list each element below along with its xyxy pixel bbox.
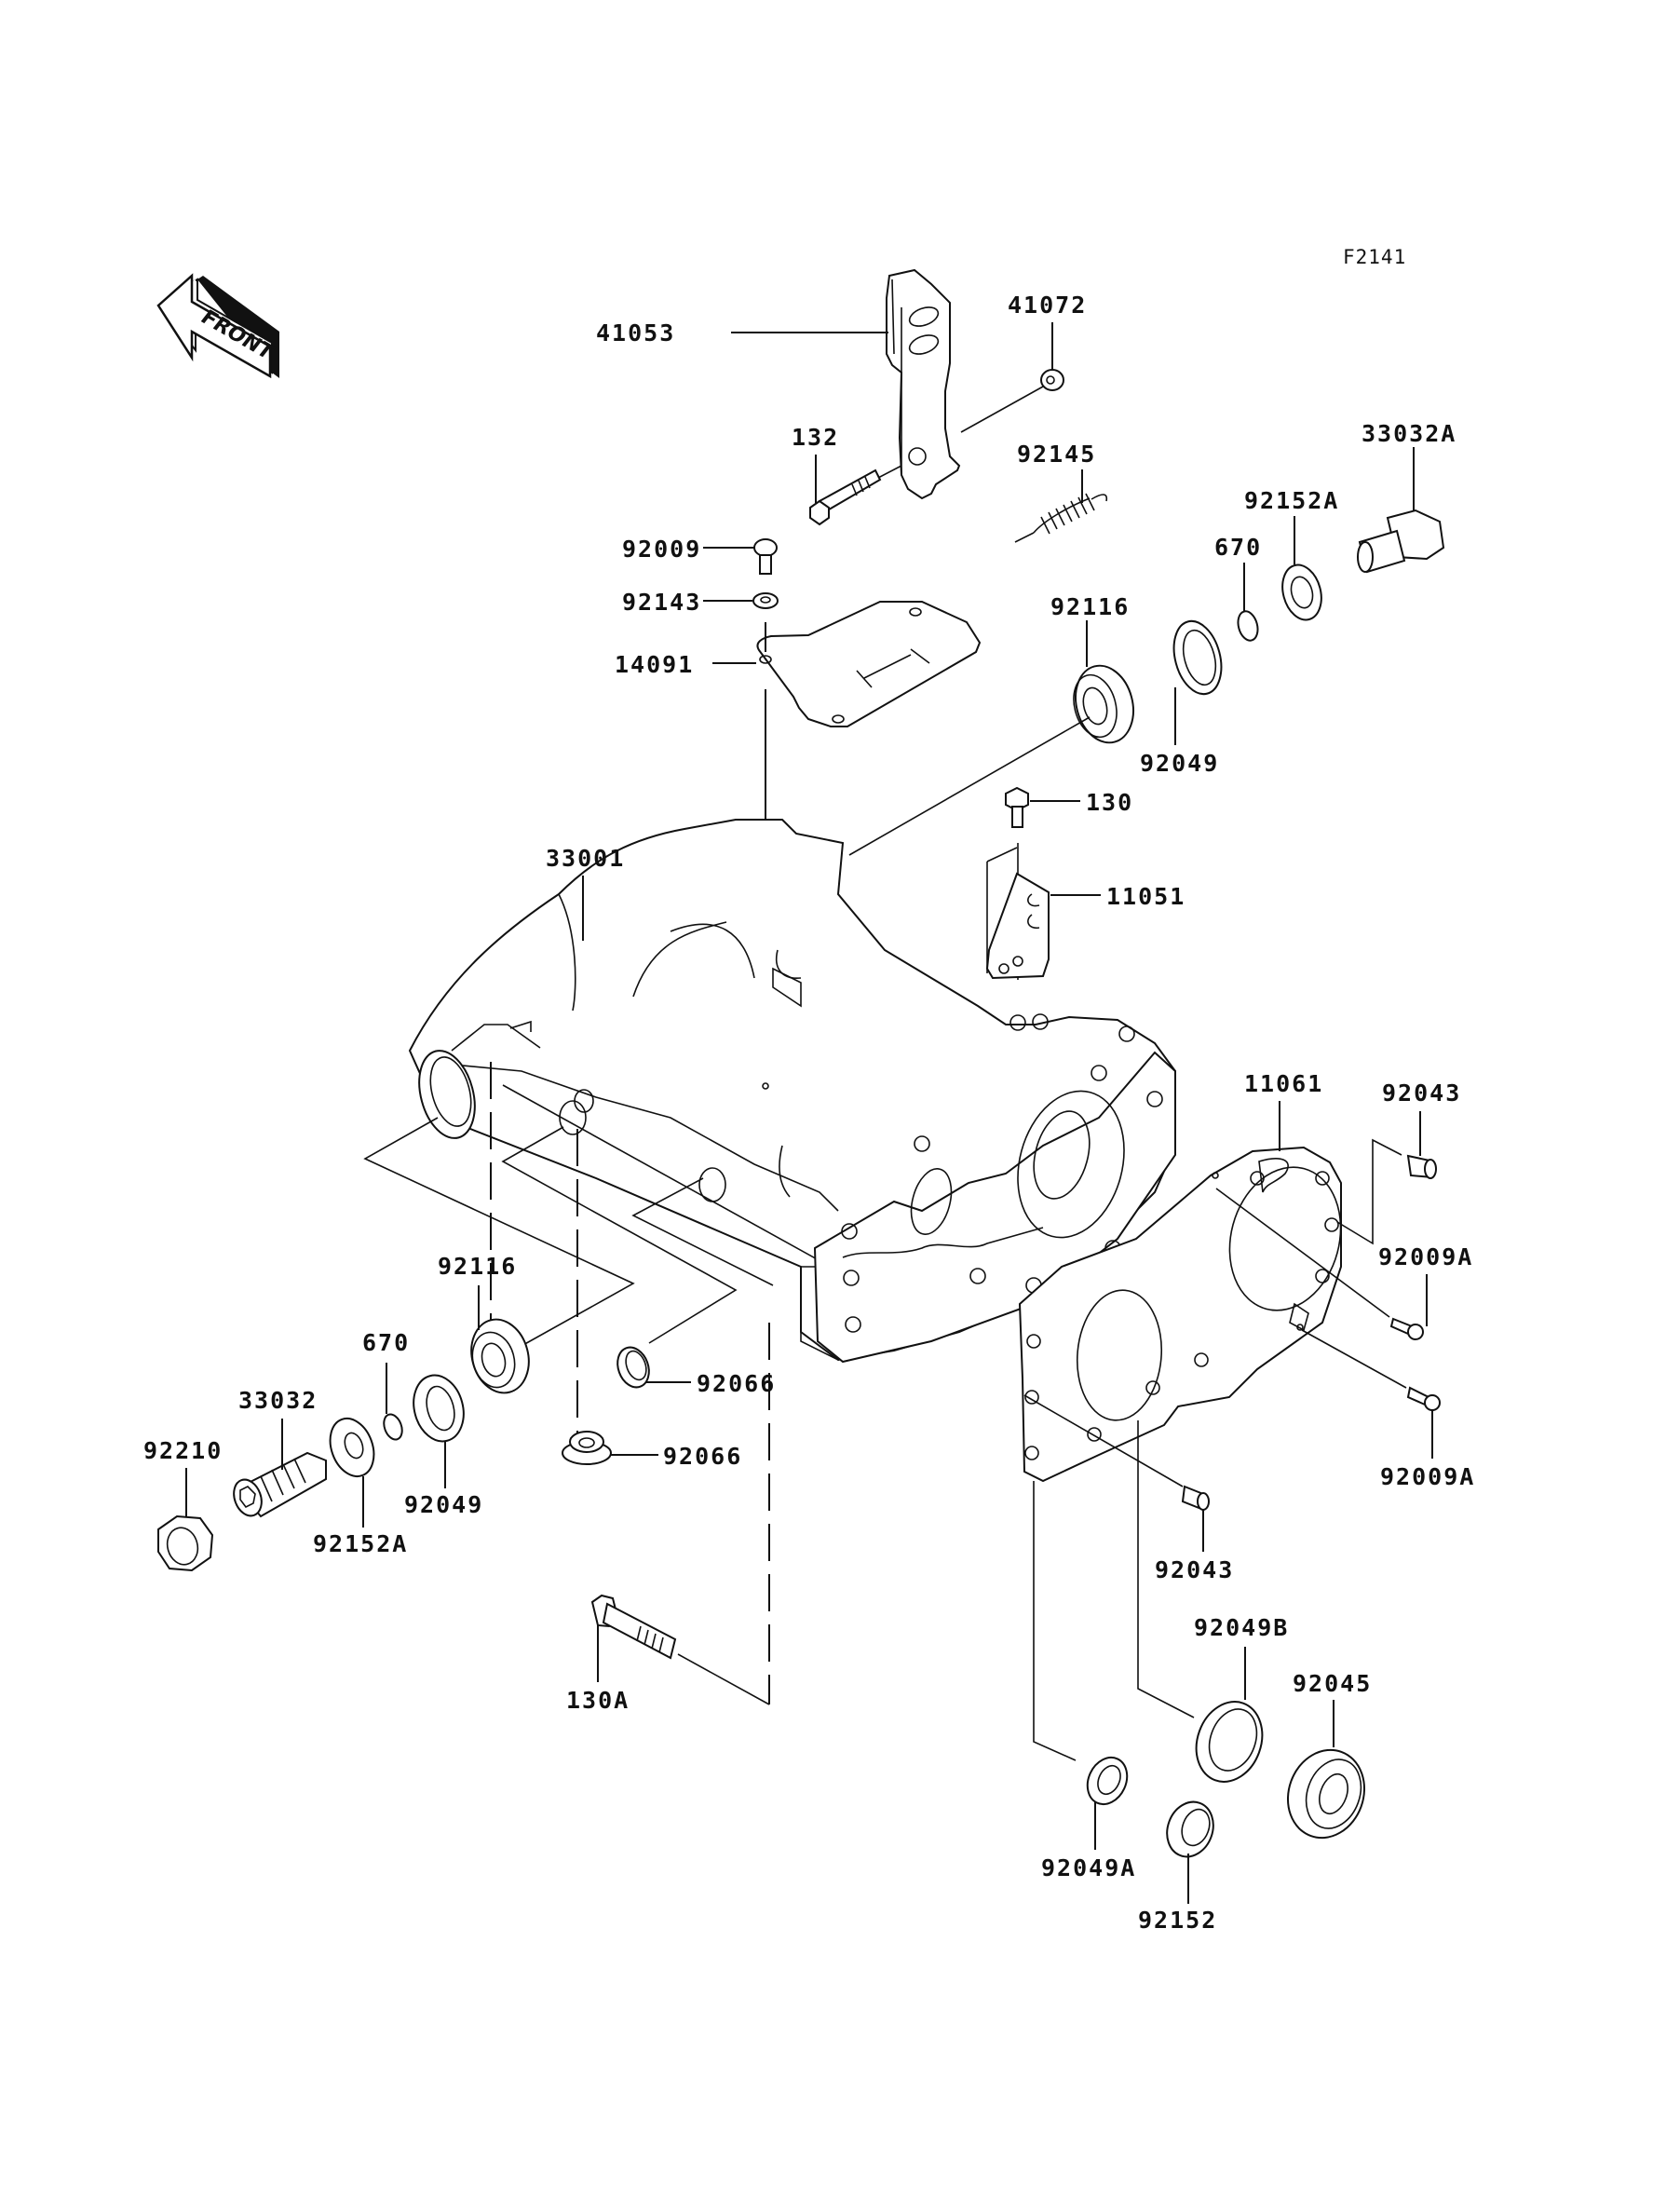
label-92045: 92045 — [1293, 1670, 1372, 1697]
label-92009A-bottom: 92009A — [1380, 1463, 1475, 1490]
part-92152A-washer-bottom — [329, 1418, 375, 1477]
part-92210-nut — [157, 1514, 214, 1572]
label-92049B: 92049B — [1194, 1614, 1289, 1641]
front-arrow-icon: FRONT — [156, 273, 279, 379]
part-41053-bracket — [886, 268, 961, 500]
label-33001: 33001 — [546, 845, 625, 872]
label-92116-bottom: 92116 — [438, 1253, 517, 1280]
label-132: 132 — [792, 424, 839, 451]
label-11051: 11051 — [1106, 883, 1185, 910]
part-11061-gasket — [1018, 1146, 1342, 1483]
part-33032A-plug — [1357, 509, 1445, 574]
label-92210: 92210 — [143, 1437, 223, 1464]
part-92143-washer — [752, 592, 779, 609]
label-33032A: 33032A — [1362, 420, 1456, 447]
label-92152A-top: 92152A — [1244, 487, 1339, 514]
figure-code: F2141 — [1343, 246, 1406, 268]
part-92043-dowel-top — [1406, 1154, 1437, 1179]
part-92045-bearing — [1286, 1748, 1366, 1840]
label-670-bottom: 670 — [362, 1329, 410, 1356]
label-92152: 92152 — [1138, 1907, 1217, 1934]
part-41072-nut — [1040, 369, 1064, 391]
label-92043-top: 92043 — [1382, 1080, 1461, 1107]
label-130A: 130A — [566, 1687, 630, 1714]
label-92009: 92009 — [622, 536, 701, 563]
label-92049-top: 92049 — [1140, 750, 1219, 777]
label-41072: 41072 — [1008, 292, 1087, 319]
label-92043-bottom: 92043 — [1155, 1556, 1234, 1583]
part-92145-spring — [1014, 493, 1108, 543]
part-92116-bearing-top — [1073, 664, 1134, 744]
label-130: 130 — [1086, 789, 1133, 816]
part-92116-bearing-bottom — [470, 1318, 530, 1394]
label-92152A-bottom: 92152A — [313, 1530, 408, 1557]
part-670-ring-bottom — [383, 1413, 403, 1441]
part-92043-dowel-bottom — [1181, 1485, 1210, 1511]
part-11051-bracket — [985, 847, 1050, 980]
part-92049B-seal — [1195, 1701, 1264, 1783]
label-92066-lower: 92066 — [663, 1443, 742, 1470]
part-92049-seal-bottom — [413, 1374, 465, 1443]
part-92009-screw — [753, 538, 778, 575]
part-92049-seal-top — [1172, 619, 1223, 696]
label-11061: 11061 — [1244, 1070, 1323, 1097]
part-130A-bolt — [590, 1594, 677, 1660]
part-92009A-screw-bottom — [1406, 1386, 1441, 1411]
part-92049A-seal — [1086, 1756, 1129, 1806]
label-92145: 92145 — [1017, 441, 1096, 468]
part-92152-bearing — [1166, 1800, 1214, 1858]
part-92066-grommet-lower — [562, 1431, 612, 1465]
part-33032-adjuster — [233, 1451, 327, 1518]
label-92116-top: 92116 — [1050, 593, 1130, 620]
part-92152A-seal-top — [1281, 564, 1322, 621]
label-41053: 41053 — [596, 319, 675, 346]
label-14091: 14091 — [615, 651, 694, 678]
label-92049-bottom: 92049 — [404, 1491, 483, 1518]
label-670-top: 670 — [1214, 534, 1262, 561]
part-670-ring-top — [1237, 610, 1259, 642]
part-14091-cover — [756, 601, 982, 727]
label-92143: 92143 — [622, 589, 701, 616]
label-92049A: 92049A — [1041, 1854, 1136, 1881]
part-130-bolt — [1005, 786, 1029, 828]
part-92009A-screw-top — [1389, 1317, 1424, 1340]
label-33032: 33032 — [238, 1387, 318, 1414]
part-33001-swingarm-housing — [408, 819, 1177, 1364]
label-92009A-top: 92009A — [1378, 1243, 1473, 1270]
part-132-bolt — [809, 469, 882, 526]
part-92066-plug-upper — [616, 1346, 650, 1389]
label-92066-upper: 92066 — [697, 1370, 776, 1397]
